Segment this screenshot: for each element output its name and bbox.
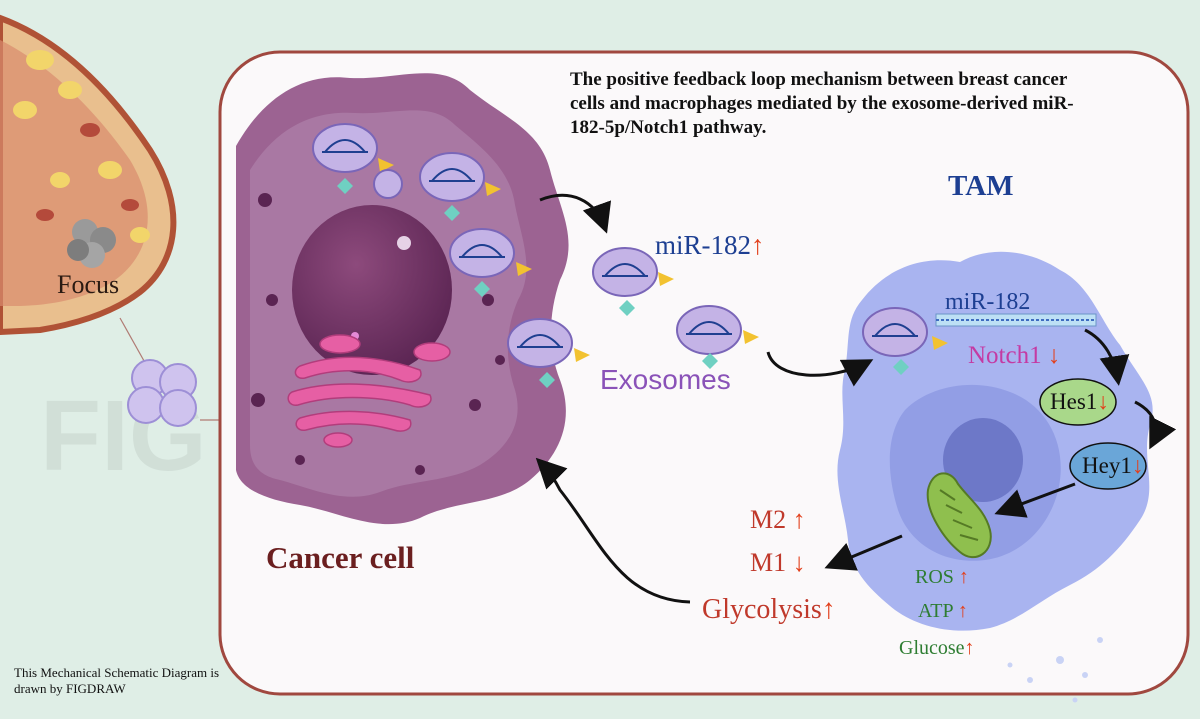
hey1-label: Hey1↓ bbox=[1082, 453, 1144, 478]
tam-label: TAM bbox=[948, 170, 1014, 202]
credit-note: This Mechanical Schematic Diagram is dra… bbox=[14, 665, 220, 696]
notch1-label: Notch1 ↓ bbox=[968, 342, 1061, 369]
nucleus bbox=[292, 205, 452, 375]
arrow-mito-polarization bbox=[824, 534, 903, 571]
mir182-label: miR-182 bbox=[945, 289, 1031, 315]
down-arrow-icon: ↓ bbox=[1097, 389, 1109, 414]
hes1-label: Hes1↓ bbox=[1050, 389, 1109, 414]
hes1-node bbox=[1039, 378, 1117, 426]
glycolysis-label: Glycolysis↑ bbox=[702, 594, 836, 625]
down-arrow-icon: ↓ bbox=[1047, 342, 1061, 369]
exosome bbox=[312, 123, 403, 199]
arrow-release bbox=[539, 193, 612, 234]
up-arrow-icon: ↑ bbox=[958, 566, 969, 588]
diagram-title: The positive feedback loop mechanism bet… bbox=[570, 69, 1074, 138]
exosome bbox=[676, 305, 759, 369]
exosomes-label: Exosomes bbox=[600, 364, 731, 395]
arrow-notch-hes bbox=[1084, 328, 1130, 386]
cancer-cell bbox=[236, 73, 569, 525]
mirna-strand bbox=[935, 313, 1097, 327]
cancer-cell-label: Cancer cell bbox=[266, 540, 415, 575]
m2-label: M2 ↑ bbox=[750, 505, 806, 534]
arrow-uptake bbox=[766, 351, 874, 387]
hey1-node bbox=[1069, 442, 1147, 490]
cell-cluster bbox=[127, 359, 197, 427]
connector-line bbox=[119, 317, 149, 369]
up-arrow-icon: ↑ bbox=[964, 637, 975, 659]
exosome bbox=[449, 228, 532, 297]
up-arrow-icon: ↑ bbox=[957, 600, 968, 622]
up-arrow-icon: ↑ bbox=[792, 505, 806, 534]
glucose-label: Glucose↑ bbox=[899, 637, 975, 659]
down-arrow-icon: ↓ bbox=[1131, 453, 1144, 478]
exosome bbox=[862, 307, 948, 375]
down-arrow-icon: ↓ bbox=[792, 548, 806, 577]
exosome bbox=[419, 152, 501, 221]
mitochondrion bbox=[926, 472, 992, 559]
m1-label: M1 ↓ bbox=[750, 548, 806, 577]
breast-illustration bbox=[0, 14, 177, 336]
up-arrow-icon: ↑ bbox=[751, 230, 765, 260]
focus-label: Focus bbox=[57, 270, 120, 299]
arrow-hes-hey bbox=[1134, 400, 1177, 450]
arrow-hey-mito bbox=[994, 482, 1076, 518]
golgi-apparatus bbox=[287, 334, 451, 448]
tumor-focus bbox=[67, 219, 116, 268]
exosome bbox=[507, 318, 590, 388]
exosome bbox=[592, 247, 674, 316]
arrow-feedback bbox=[535, 457, 691, 604]
up-arrow-icon: ↑ bbox=[821, 594, 836, 625]
ros-label: ROS ↑ bbox=[915, 566, 969, 588]
atp-label: ATP ↑ bbox=[918, 600, 968, 622]
mir182-up-label: miR-182↑ bbox=[655, 230, 765, 260]
